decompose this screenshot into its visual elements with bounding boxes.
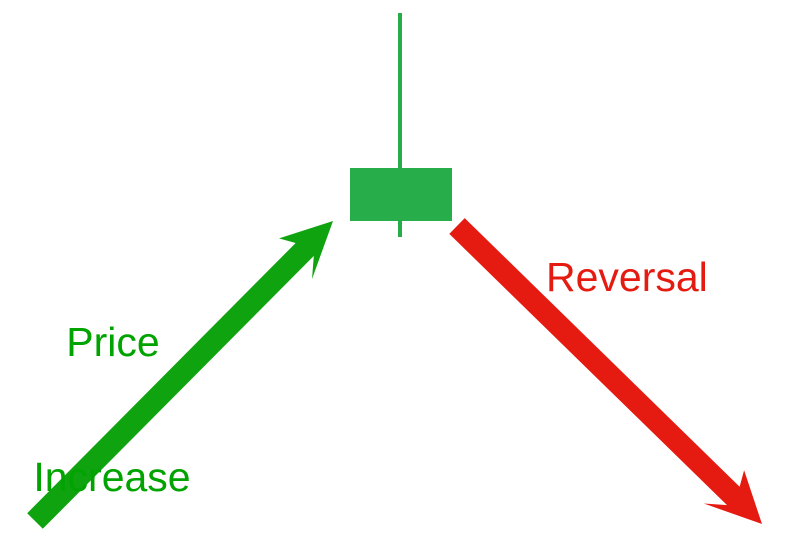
- price-increase-label-line1: Price: [66, 319, 160, 365]
- price-increase-arrow-shaft: [27, 235, 320, 529]
- reversal-arrow-head: [703, 470, 762, 524]
- candle-wick: [398, 13, 402, 237]
- price-increase-arrow: [27, 221, 333, 529]
- reversal-label: Reversal: [546, 254, 708, 300]
- price-increase-arrow-head: [279, 221, 333, 280]
- candle-body: [350, 168, 452, 221]
- reversal-arrow: [449, 218, 762, 524]
- price-increase-label: Price Increase: [18, 230, 208, 545]
- price-increase-label-line2: Increase: [33, 454, 191, 500]
- reversal-arrow-shaft: [449, 218, 748, 511]
- bullish-candle: [350, 13, 452, 237]
